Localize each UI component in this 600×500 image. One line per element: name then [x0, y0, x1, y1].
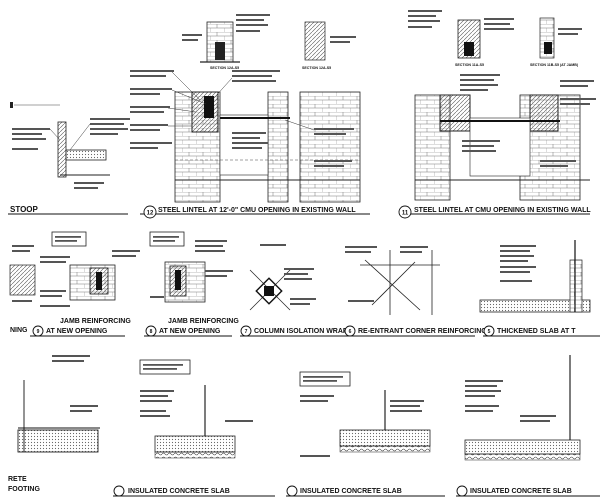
detail-number: 12 [147, 211, 154, 217]
detail-concrete-footing: RETE FOOTING [8, 355, 100, 493]
detail-title: JAMB REINFORCING [168, 318, 239, 325]
section-tag: SECTION 11B-S5 (AT JAMB) [530, 63, 579, 67]
detail-7-column-isolation-wrap: 7 COLUMN ISOLATION WRAP [240, 244, 348, 337]
detail-insulated-slab-a: INSULATED CONCRETE SLAB [113, 359, 275, 497]
detail-title: STOOP [10, 205, 39, 214]
detail-number: 6 [349, 329, 352, 335]
detail-6-re-entrant-corner: 6 RE-ENTRANT CORNER REINFORCING [344, 246, 487, 337]
detail-number: 9 [37, 329, 40, 335]
detail-title: THICKENED SLAB AT T [497, 328, 576, 335]
detail-title: STEEL LINTEL AT CMU OPENING IN EXISTING … [414, 207, 591, 214]
detail-title: AT NEW OPENING [46, 328, 108, 335]
detail-title: COLUMN ISOLATION WRAP [254, 328, 348, 335]
detail-title: FOOTING [8, 486, 40, 493]
detail-5-thickened-slab: 5 THICKENED SLAB AT T [479, 240, 600, 337]
detail-title: JAMB REINFORCING [60, 318, 131, 325]
detail-insulated-slab-b: INSULATED CONCRETE SLAB [286, 371, 445, 497]
detail-11-steel-lintel: 11 STEEL LINTEL AT CMU OPENING IN EXISTI… [398, 74, 596, 219]
detail-8-jamb-reinforcing: 8 JAMB REINFORCING AT NEW OPENING [144, 231, 239, 337]
section-11a: SECTION 11A-S5 SECTION 11B-S5 (AT JAMB) [408, 10, 582, 67]
detail-title: RE-ENTRANT CORNER REINFORCING [358, 328, 487, 335]
section-12a: SECTION 12A-S5 SECTION 12A-S5 [182, 14, 356, 70]
detail-number: 11 [402, 211, 409, 217]
detail-title: AT NEW OPENING [159, 328, 221, 335]
detail-title: INSULATED CONCRETE SLAB [128, 488, 230, 495]
detail-number: 7 [245, 329, 248, 335]
detail-9-jamb-reinforcing: 9 JAMB REINFORCING AT NEW OPENING [30, 231, 140, 337]
detail-title: NING [10, 327, 28, 334]
detail-title: INSULATED CONCRETE SLAB [300, 488, 402, 495]
section-tag: SECTION 12A-S5 [210, 66, 239, 70]
detail-number: 8 [150, 329, 153, 335]
detail-stoop [10, 102, 130, 189]
detail-title: STEEL LINTEL AT 12'-0" CMU OPENING IN EX… [158, 207, 356, 214]
detail-12-steel-lintel: 12 STEEL LINTEL AT 12'-0" CMU OPENING IN… [130, 70, 370, 219]
detail-partial-left: NING [9, 245, 36, 334]
detail-number: 5 [488, 329, 491, 335]
detail-insulated-slab-c: INSULATED CONCRETE SLAB [456, 355, 600, 497]
detail-title: INSULATED CONCRETE SLAB [470, 488, 572, 495]
section-tag: SECTION 11A-S5 [455, 63, 484, 67]
section-tag: SECTION 12A-S5 [302, 66, 331, 70]
detail-title: RETE [8, 476, 27, 483]
